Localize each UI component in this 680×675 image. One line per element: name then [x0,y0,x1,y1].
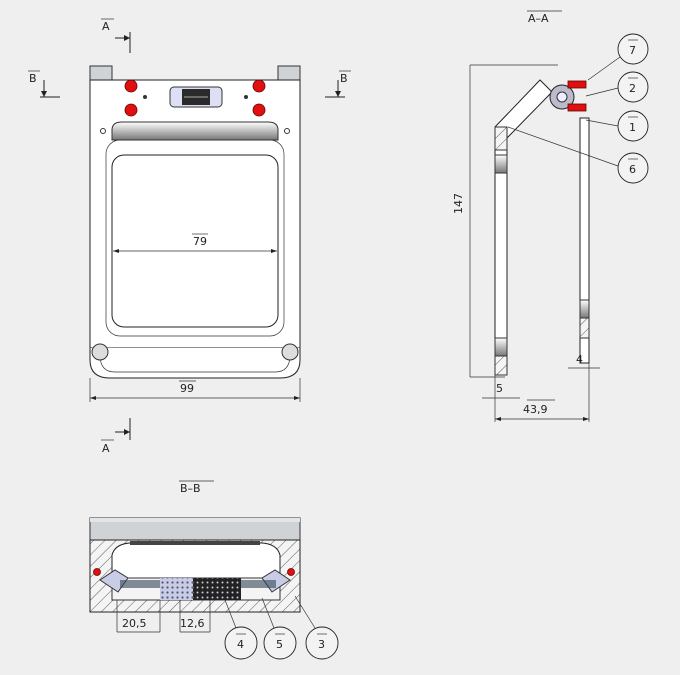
section-marker-a-bottom: A [101,418,131,455]
section-bb-title: B–B [180,482,201,495]
section-bb-view: B–B 20,5 12,6 4 5 [89,480,339,660]
dimension-center: 12,6 [179,600,211,633]
balloon-7: 7 [617,33,649,65]
fastener-screws [124,79,266,117]
front-view: A A B B [28,18,351,455]
dimension-inner-width: 79 [113,233,277,253]
svg-text:43,9: 43,9 [523,403,548,416]
section-aa-view: A–A 147 4 5 [452,10,649,422]
svg-text:5: 5 [496,382,503,395]
svg-text:B: B [340,72,348,85]
svg-text:12,6: 12,6 [180,617,205,630]
section-marker-a-top: A [101,18,131,53]
section-marker-b-right: B [325,70,351,98]
balloon-5: 5 [263,626,297,660]
svg-text:147: 147 [452,193,465,214]
section-marker-b-left: B [28,70,60,98]
svg-text:4: 4 [237,638,244,651]
balloon-1: 1 [617,110,649,142]
svg-text:6: 6 [629,163,636,176]
balloon-3: 3 [305,626,339,660]
svg-text:20,5: 20,5 [122,617,147,630]
window-opening [111,154,279,328]
dimension-depth: 43,9 [494,363,590,422]
svg-text:79: 79 [193,235,207,248]
dimension-left-plate: 5 [482,382,520,399]
dimension-height: 147 [452,64,558,378]
balloon-2: 2 [617,71,649,103]
svg-text:3: 3 [318,638,325,651]
section-aa-title: A–A [528,12,549,25]
svg-text:A: A [102,442,110,455]
svg-text:5: 5 [276,638,283,651]
svg-text:2: 2 [629,82,636,95]
svg-text:B: B [29,72,37,85]
balloon-6: 6 [617,152,649,184]
svg-text:A: A [102,20,110,33]
dimension-left: 20,5 [116,600,161,633]
dimension-right-plate: 4 [568,353,600,369]
svg-text:1: 1 [629,121,636,134]
dimension-outer-width: 99 [89,378,301,402]
svg-text:7: 7 [629,44,636,57]
svg-text:4: 4 [576,353,583,366]
balloon-4: 4 [224,626,258,660]
svg-text:99: 99 [180,382,194,395]
